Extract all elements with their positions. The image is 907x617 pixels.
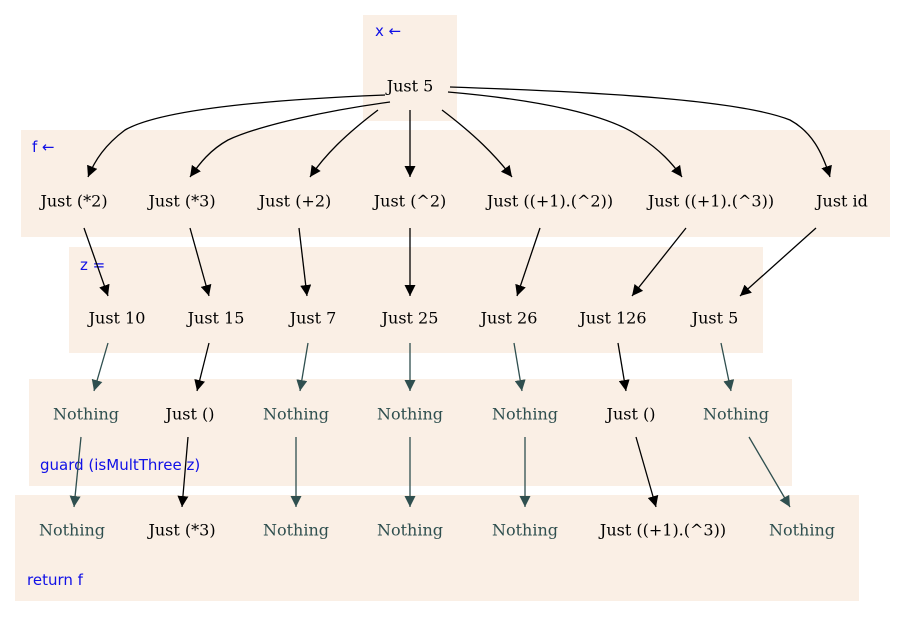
return-node-6: Just ((+1).(^3)) (599, 520, 727, 540)
z-node-4: Just 25 (381, 308, 439, 328)
edge-x-f6 (447, 91, 683, 178)
edge-f2-z2 (189, 227, 212, 297)
edge-g7-r7 (748, 436, 791, 508)
edge-g2-r2 (177, 436, 189, 508)
f-node-4: Just (^2) (373, 191, 447, 211)
f-node-1: Just (*2) (40, 191, 108, 211)
band-return (15, 495, 859, 601)
guard-node-5: Nothing (491, 404, 559, 424)
z-node-7: Just 5 (691, 308, 739, 328)
edge-f5-z5 (515, 227, 541, 297)
z-node-5: Just 26 (480, 308, 538, 328)
z-node-6: Just 126 (579, 308, 647, 328)
band-f (21, 130, 890, 237)
f-node-2: Just (*3) (148, 191, 216, 211)
edge-z5-g5 (513, 342, 526, 392)
z-node-2: Just 15 (187, 308, 245, 328)
return-node-4: Nothing (376, 520, 444, 540)
z-node-1: Just 10 (88, 308, 146, 328)
return-node-3: Nothing (262, 520, 330, 540)
return-node-7: Nothing (768, 520, 836, 540)
return-node-5: Nothing (491, 520, 559, 540)
f-node-3: Just (+2) (258, 191, 332, 211)
band-z (69, 247, 763, 353)
edge-x-f5 (441, 109, 513, 178)
edge-x-f7 (449, 86, 832, 178)
guard-node-7: Nothing (702, 404, 770, 424)
return-node-2: Just (*3) (148, 520, 216, 540)
guard-node-3: Nothing (262, 404, 330, 424)
z-node-3: Just 7 (289, 308, 337, 328)
edge-f1-z1 (83, 227, 110, 297)
band-label-guard: guard (isMultThree z) (40, 456, 201, 474)
edge-x-f1 (87, 94, 386, 178)
guard-node-4: Nothing (376, 404, 444, 424)
edge-z1-g1 (91, 342, 109, 392)
edge-f7-z7 (739, 227, 817, 297)
guard-node-2: Just () (165, 404, 215, 424)
edge-g1-r1 (69, 436, 82, 508)
edge-z2-g2 (194, 342, 210, 392)
edge-x-f3 (309, 109, 379, 178)
edge-x-f2 (189, 101, 391, 178)
x-node-1: Just 5 (386, 76, 434, 96)
f-node-7: Just id (816, 191, 868, 211)
band-label-return: return f (27, 571, 83, 589)
edge-z6-g6 (617, 342, 630, 392)
guard-node-6: Just () (606, 404, 656, 424)
band-label-f: f ← (32, 138, 55, 156)
f-node-5: Just ((+1).(^2)) (486, 191, 614, 211)
edge-f3-z3 (298, 227, 312, 297)
edge-f6-z6 (631, 227, 687, 297)
edge-z3-g3 (296, 342, 309, 392)
return-node-1: Nothing (38, 520, 106, 540)
edge-z7-g7 (720, 342, 735, 392)
band-label-x: x ← (375, 22, 402, 40)
guard-node-1: Nothing (52, 404, 120, 424)
f-node-6: Just ((+1).(^3)) (647, 191, 775, 211)
edge-g6-r6 (635, 436, 659, 508)
